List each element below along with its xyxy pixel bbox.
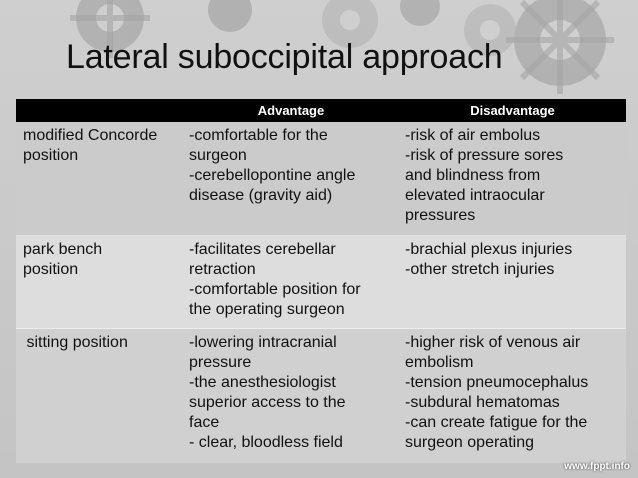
cell-text: pressures	[405, 207, 476, 224]
cell-text: park bench	[23, 240, 103, 258]
cell-text: superior access to the	[189, 393, 346, 411]
header-advantage: Advantage	[183, 99, 399, 122]
cell-advantage: -lowering intracranial pressure -the ane…	[183, 328, 399, 463]
cell-text: disease (gravity aid)	[189, 187, 333, 204]
cell-text: -subdural hematomas	[405, 393, 560, 411]
cell-text: -risk of pressure sores	[405, 147, 564, 164]
cell-text: -lowering intracranial	[189, 333, 337, 351]
cell-text: surgeon	[189, 147, 247, 164]
cell-text: the operating surgeon	[189, 300, 345, 318]
cell-advantage: -comfortable for the surgeon -cerebellop…	[183, 122, 399, 236]
cell-text: -comfortable position for	[189, 280, 361, 298]
table-row: park bench position -facilitates cerebel…	[16, 235, 626, 329]
cell-advantage: -facilitates cerebellar retraction -comf…	[183, 235, 399, 329]
cell-text: embolism	[405, 353, 474, 371]
cell-text: pressure	[189, 353, 252, 371]
table-row: sitting position -lowering intracranial …	[16, 328, 626, 463]
cell-text: -tension pneumocephalus	[405, 373, 589, 391]
cell-text: - clear, bloodless field	[189, 433, 343, 451]
cell-text: -the anesthesiologist	[189, 373, 336, 391]
cell-text: surgeon operating	[405, 433, 534, 451]
gear-decoration-icon	[70, 0, 614, 94]
cell-text: position	[23, 147, 79, 164]
cell-position: modified Concorde position	[16, 122, 183, 236]
cell-text: -risk of air embolus	[405, 127, 541, 144]
cell-position: park bench position	[16, 235, 183, 329]
cell-text: and blindness from	[405, 167, 541, 184]
cell-text: retraction	[189, 260, 256, 278]
cell-disadvantage: -risk of air embolus -risk of pressure s…	[399, 122, 626, 236]
cell-position: sitting position	[16, 328, 183, 463]
cell-text: -higher risk of venous air	[405, 333, 581, 351]
cell-text: -can create fatigue for the	[405, 413, 588, 431]
header-position	[16, 99, 183, 122]
cell-text: modified Concorde	[23, 127, 158, 144]
cell-disadvantage: -higher risk of venous air embolism -ten…	[399, 328, 626, 463]
cell-text: -comfortable for the	[189, 127, 328, 144]
header-disadvantage: Disadvantage	[399, 99, 626, 122]
cell-text: -facilitates cerebellar	[189, 240, 336, 258]
cell-text: -brachial plexus injuries	[405, 240, 573, 258]
cell-disadvantage: -brachial plexus injuries -other stretch…	[399, 235, 626, 329]
cell-text: sitting position	[22, 333, 128, 351]
table-row: modified Concorde position -comfortable …	[16, 122, 626, 236]
cell-text: face	[189, 413, 220, 431]
cell-text: -other stretch injuries	[405, 260, 555, 278]
table-header-row: Advantage Disadvantage	[16, 99, 626, 122]
watermark: www.fppt.info	[564, 461, 630, 472]
slide-title: Lateral suboccipital approach	[66, 38, 503, 76]
cell-text: elevated intraocular	[405, 187, 545, 204]
cell-text: -cerebellopontine angle	[189, 167, 356, 184]
cell-text: position	[23, 260, 79, 278]
comparison-table: Advantage Disadvantage modified Concorde…	[16, 99, 626, 463]
